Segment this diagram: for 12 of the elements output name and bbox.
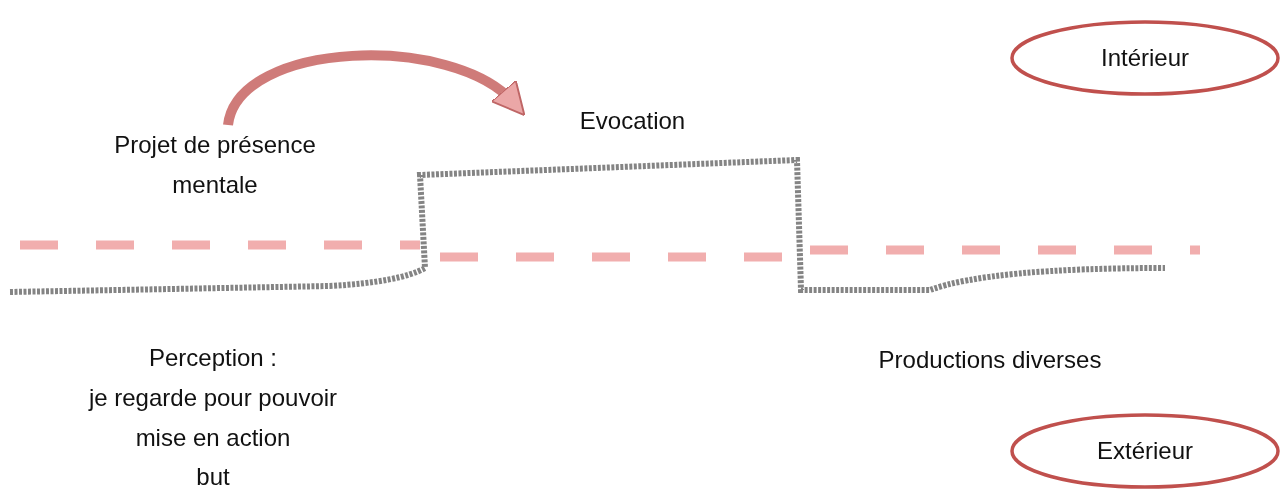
text-label: Perception : — [147, 343, 279, 373]
text-label: je regarde pour pouvoir — [87, 383, 339, 413]
oval — [1010, 413, 1280, 489]
text-label: mise en action — [134, 423, 292, 453]
oval-label: Extérieur — [1096, 436, 1193, 466]
oval — [1010, 20, 1280, 96]
oval-label: Intérieur — [1100, 43, 1189, 73]
text-label: Evocation — [579, 106, 686, 136]
text-label: Projet de présence mentale — [113, 130, 317, 200]
curved-arrow — [223, 50, 527, 127]
text-label: but — [195, 462, 231, 492]
text-label: Productions diverses — [877, 345, 1103, 375]
